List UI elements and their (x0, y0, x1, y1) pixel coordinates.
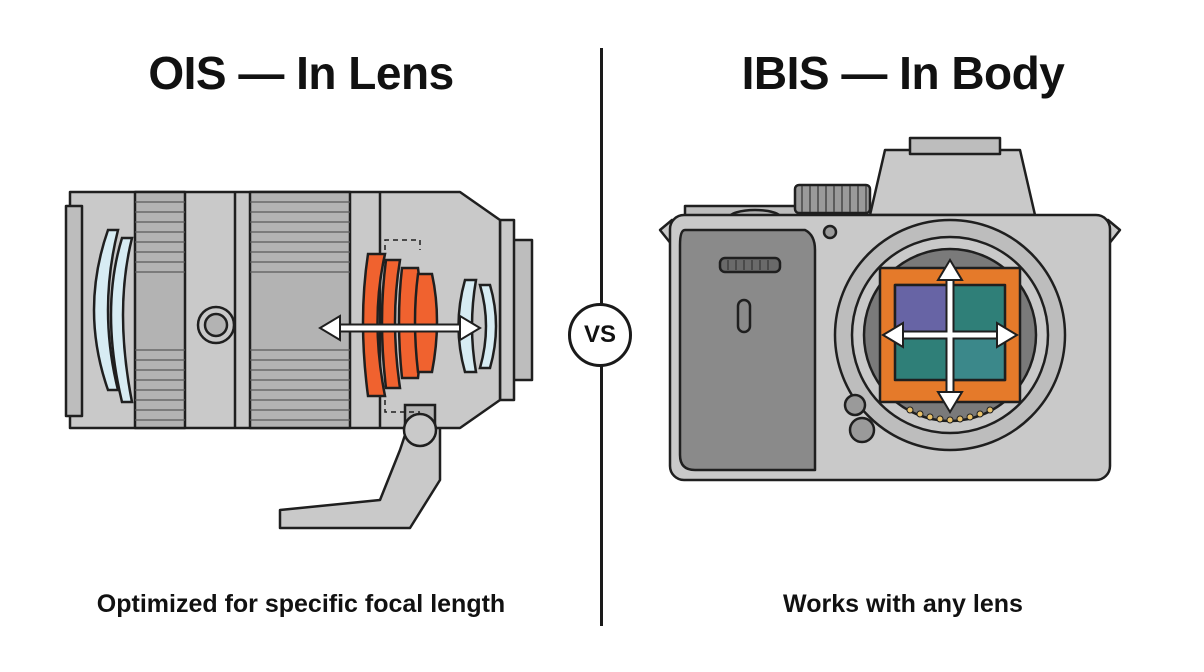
cross-arrows-icon (881, 258, 1019, 414)
ibis-caption: Works with any lens (783, 590, 1023, 618)
ois-caption: Optimized for specific focal length (96, 590, 506, 618)
double-arrow-icon (318, 314, 482, 342)
vs-badge: VS (568, 303, 632, 367)
mirrorless-camera-illustration (658, 136, 1122, 482)
ois-title: OIS — In Lens (148, 47, 454, 99)
ibis-title: IBIS — In Body (741, 47, 1065, 99)
telephoto-lens-illustration (64, 190, 534, 530)
